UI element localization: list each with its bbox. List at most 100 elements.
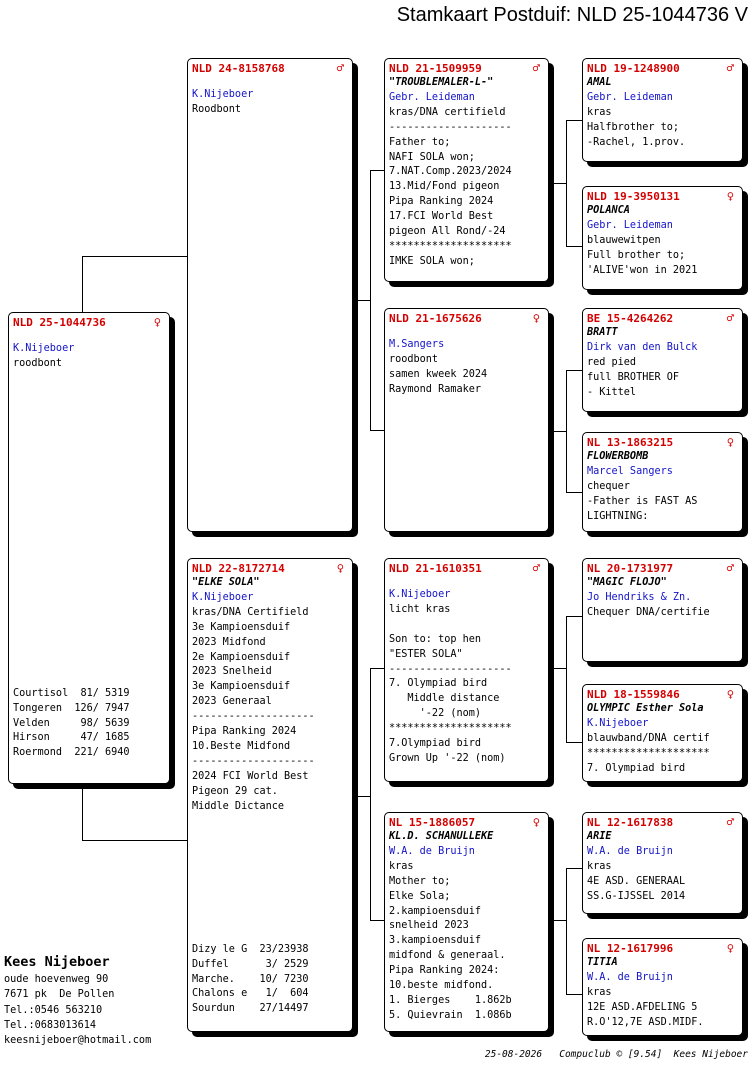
connector xyxy=(82,256,187,257)
info-line: roodbont xyxy=(389,353,439,365)
connector xyxy=(370,430,384,431)
pigeon-name: TITIA xyxy=(587,957,618,968)
ring-number: BE 15-4264262 xyxy=(587,312,674,325)
female-icon: ♀ xyxy=(726,687,734,701)
info-line: SS.G-IJSSEL 2014 xyxy=(587,890,686,902)
info-line: Mother to; xyxy=(389,875,451,887)
pigeon-name: BRATT xyxy=(587,327,618,338)
info-line: Middle distance xyxy=(389,693,500,705)
connector xyxy=(566,616,582,617)
info-line: - Kittel xyxy=(587,386,637,398)
info-line: Pipa Ranking 2024 xyxy=(192,726,297,738)
race-result-row: Tongeren 126/ 7947 xyxy=(13,702,130,714)
connector xyxy=(566,994,582,995)
info-line xyxy=(389,618,544,633)
info-line: -------------------- xyxy=(192,755,315,767)
breeder-info: Kees Nijeboer oude hoevenweg 90 7671 pk … xyxy=(4,952,151,1048)
male-icon: ♂ xyxy=(532,61,540,75)
info-line: Halfbrother to; xyxy=(587,121,680,133)
info-line: Grown Up '-22 (nom) xyxy=(389,752,506,764)
connector xyxy=(82,840,187,841)
info-line: kras/DNA certifield xyxy=(389,106,506,118)
info-line: pigeon All Rond/-24 xyxy=(389,226,506,238)
breeder-line: Tel.:0683013614 xyxy=(4,1019,97,1031)
info-line: IMKE SOLA won; xyxy=(389,255,475,267)
info-line: midfond & generaal. xyxy=(389,950,506,962)
info-line: -------------------- xyxy=(389,663,512,675)
info-line: 7.NAT.Comp.2023/2024 xyxy=(389,166,512,178)
info-line: -------------------- xyxy=(192,711,315,723)
connector xyxy=(370,920,384,921)
owner-name: Gebr. Leideman xyxy=(587,91,673,103)
owner-name: K.Nijeboer xyxy=(192,89,254,100)
ring-number: NL 12-1617838 xyxy=(587,816,674,829)
info-line: 4E ASD. GENERAAL xyxy=(587,875,686,887)
info-line: 7. Olympiad bird xyxy=(587,762,686,774)
ring-number: NLD 24-8158768 xyxy=(192,62,285,75)
female-icon: ♀ xyxy=(532,311,540,325)
breeder-email[interactable]: keesnijeboer@hotmail.com xyxy=(4,1035,152,1047)
info-line: 2e Kampioensduif xyxy=(192,651,291,663)
info-line: licht kras xyxy=(389,603,451,615)
pigeon-card-mff[interactable]: NL 20-1731977♂"MAGIC FLOJO"Jo Hendriks &… xyxy=(582,558,743,662)
info-line: -Father is FAST AS xyxy=(587,495,698,507)
info-line: 10.Beste Midfond xyxy=(192,740,291,752)
connector xyxy=(370,170,371,430)
ring-number: NLD 21-1610351 xyxy=(389,562,482,575)
info-line: 2024 FCI World Best xyxy=(192,770,309,782)
male-icon: ♂ xyxy=(532,561,540,575)
pigeon-name: AMAL xyxy=(587,77,612,88)
breeder-line: 7671 pk De Pollen xyxy=(4,989,115,1001)
pigeon-card-ff[interactable]: NLD 21-1509959♂"TROUBLEMALER-L-"Gebr. Le… xyxy=(384,58,549,282)
breeder-line: oude hoevenweg 90 xyxy=(4,974,109,985)
info-line: kras xyxy=(587,106,612,118)
female-icon: ♀ xyxy=(726,941,734,955)
info-line: red pied xyxy=(587,356,637,368)
info-line: 7.Olympiad bird xyxy=(389,738,482,750)
male-icon: ♂ xyxy=(336,61,344,75)
owner-name: Dirk van den Bulck xyxy=(587,341,698,353)
info-line: 13.Mid/Fond pigeon xyxy=(389,181,500,193)
ring-number: NL 20-1731977 xyxy=(587,562,674,575)
info-line: Pigeon 29 cat. xyxy=(192,785,278,797)
info-line: R.O'12,7E ASD.MIDF. xyxy=(587,1016,704,1028)
connector xyxy=(370,668,384,669)
connector xyxy=(549,183,566,184)
connector xyxy=(353,796,370,797)
spacer xyxy=(389,576,544,588)
info-line: 'ALIVE'won in 2021 xyxy=(587,264,698,276)
ring-number: NLD 22-8172714 xyxy=(192,562,285,575)
connector xyxy=(370,668,371,920)
info-line: 7. Olympiad bird xyxy=(389,678,488,690)
spacer xyxy=(192,76,348,88)
owner-name: K.Nijeboer xyxy=(13,343,75,354)
info-line: 5. Quievrain 1.086b xyxy=(389,1009,512,1021)
info-line: 2023 Snelheid xyxy=(192,666,272,678)
page-title: Stamkaart Postduif: NLD 25-1044736 V xyxy=(396,4,748,26)
male-icon: ♂ xyxy=(726,561,734,575)
connector xyxy=(549,920,566,921)
pigeon-name: POLANCA xyxy=(587,205,630,216)
ring-number: NL 12-1617996 xyxy=(587,942,674,955)
spacer xyxy=(389,326,544,338)
race-result-row: Chalons e 1/ 604 xyxy=(192,988,309,1000)
ring-number: NLD 21-1675626 xyxy=(389,312,482,325)
info-line: Roodbont xyxy=(192,103,242,115)
info-line: "ESTER SOLA" xyxy=(389,648,463,660)
info-line: NAFI SOLA won; xyxy=(389,151,475,163)
race-result-row: Hirson 47/ 1685 xyxy=(13,732,130,744)
